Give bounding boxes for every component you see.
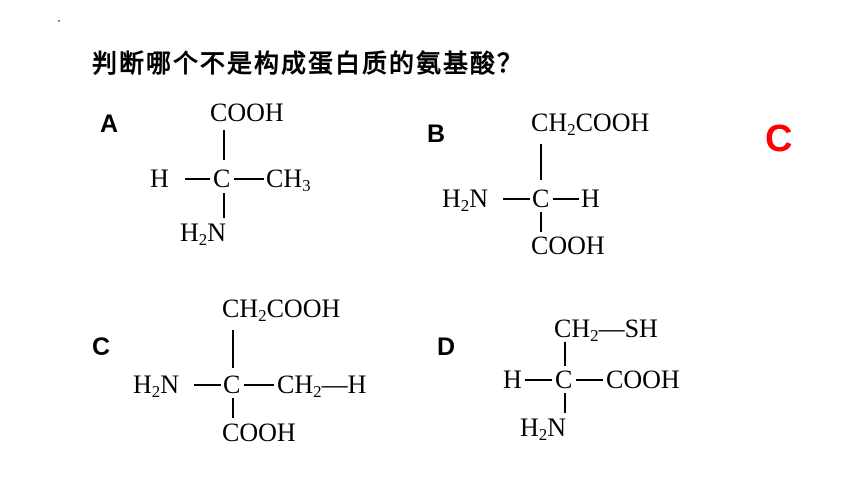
- b-right-group: H: [581, 184, 600, 213]
- a-right-group: CH3: [266, 164, 311, 196]
- decorative-dot: [58, 20, 60, 22]
- b-top-group: CH2COOH: [531, 108, 650, 140]
- c-top-group: CH2COOH: [222, 294, 341, 326]
- a-top-group: COOH: [210, 98, 284, 127]
- c-center-carbon: C: [223, 370, 241, 399]
- b-bottom-group: COOH: [531, 231, 605, 260]
- option-a-label: A: [100, 110, 119, 138]
- b-bond-bottom: [540, 212, 542, 232]
- a-bond-right: [234, 178, 264, 180]
- d-top-group: CH2—SH: [554, 314, 658, 346]
- c-bond-left: [194, 384, 221, 386]
- d-bond-left: [525, 379, 552, 381]
- d-bond-bottom: [564, 393, 566, 413]
- option-d-label: D: [437, 333, 456, 361]
- a-left-group: H: [150, 164, 169, 193]
- option-b-label: B: [427, 120, 446, 148]
- d-right-group: COOH: [606, 365, 680, 394]
- question-title: 判断哪个不是构成蛋白质的氨基酸？: [92, 49, 525, 78]
- a-bond-left: [185, 178, 210, 180]
- d-center-carbon: C: [555, 365, 573, 394]
- b-bond-left: [503, 198, 530, 200]
- answer-label: C: [765, 118, 793, 160]
- c-right-group: CH2—H: [277, 370, 367, 402]
- d-bottom-group: H2N: [520, 413, 567, 445]
- a-center-carbon: C: [213, 164, 231, 193]
- a-bond-top: [223, 130, 225, 160]
- c-left-group: H2N: [133, 370, 180, 402]
- b-bond-right: [553, 198, 579, 200]
- a-bottom-group: H2N: [180, 218, 227, 250]
- d-bond-top: [564, 342, 566, 366]
- a-bond-bottom: [223, 193, 225, 218]
- c-bond-top: [232, 330, 234, 368]
- c-bond-bottom: [232, 398, 234, 418]
- b-bond-top: [540, 144, 542, 180]
- d-left-group: H: [503, 365, 522, 394]
- c-bond-right: [244, 384, 274, 386]
- b-center-carbon: C: [532, 184, 550, 213]
- c-bottom-group: COOH: [222, 418, 296, 447]
- option-c-label: C: [92, 333, 111, 361]
- b-left-group: H2N: [442, 184, 489, 216]
- d-bond-right: [576, 379, 603, 381]
